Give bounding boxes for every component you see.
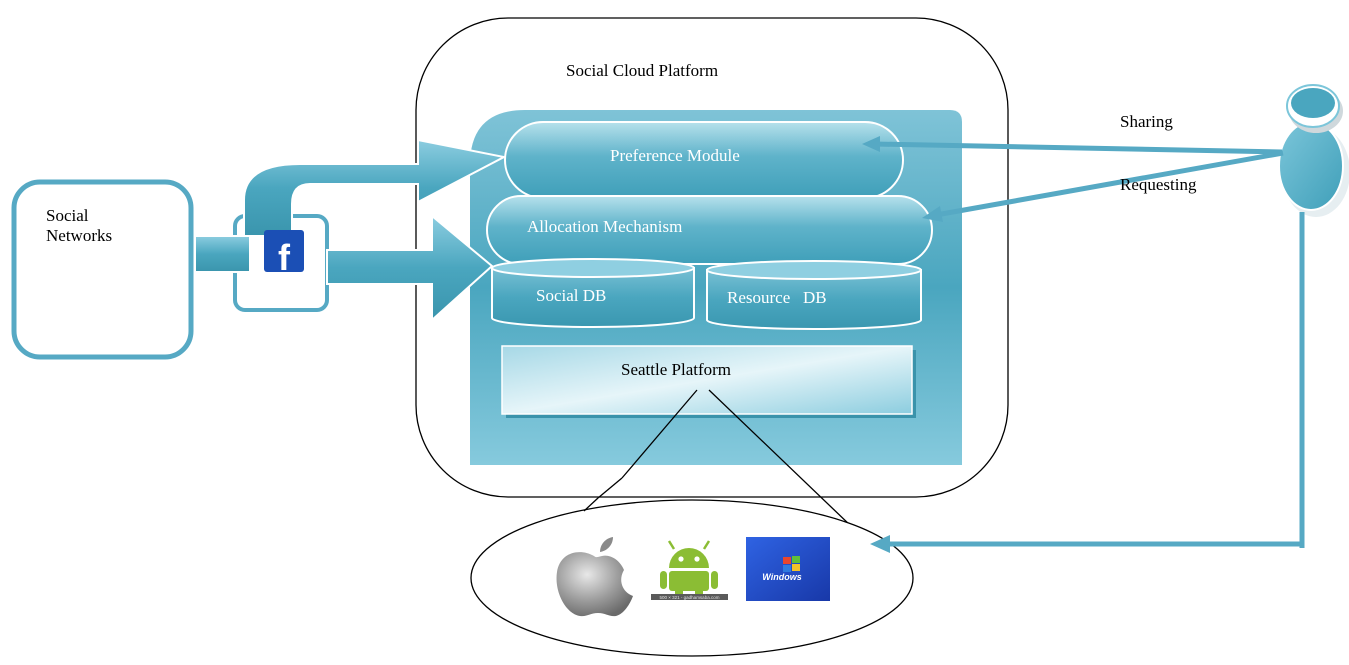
windows-logo-icon [746, 537, 830, 601]
requesting-label: Requesting [1120, 175, 1197, 194]
resource-db-cylinder [706, 260, 922, 330]
user-icon [1278, 84, 1349, 217]
preference-module-label: Preference Module [610, 146, 740, 165]
apple-logo-icon [556, 537, 633, 617]
seattle-platform-label: Seattle Platform [621, 360, 732, 379]
social-to-facebook-connector [194, 235, 251, 273]
allocation-mechanism-pill [486, 195, 933, 265]
requesting-arrow [922, 150, 1284, 222]
windows-logo-text: Windows [762, 572, 801, 582]
social-networks-box [11, 179, 194, 360]
facebook-icon [264, 230, 304, 272]
seattle-line-left [621, 389, 698, 479]
android-logo-icon [651, 538, 728, 600]
facebook-glyph: f [278, 237, 291, 278]
social-networks-label: Social Networks [46, 206, 113, 245]
social-db-cylinder [491, 258, 695, 328]
allocation-mechanism-label: Allocation Mechanism [527, 217, 683, 236]
social-db-label: Social DB [536, 286, 607, 305]
seattle-platform-box [501, 345, 913, 415]
resource-db-label: Resource DB [727, 288, 827, 307]
sharing-arrow [862, 136, 1283, 155]
android-caption: 500 × 321 - gadhamsaba.com [660, 595, 720, 600]
arrow-to-allocation-mechanism [326, 213, 494, 323]
seattle-line-left-tail [597, 477, 623, 499]
user-to-devices-arrow [870, 212, 1305, 553]
seattle-line-right [708, 389, 853, 528]
sharing-label: Sharing [1120, 112, 1173, 131]
platform-title: Social Cloud Platform [566, 61, 719, 80]
seattle-line-left-end [583, 497, 599, 512]
arrow-to-preference-module [243, 138, 507, 237]
